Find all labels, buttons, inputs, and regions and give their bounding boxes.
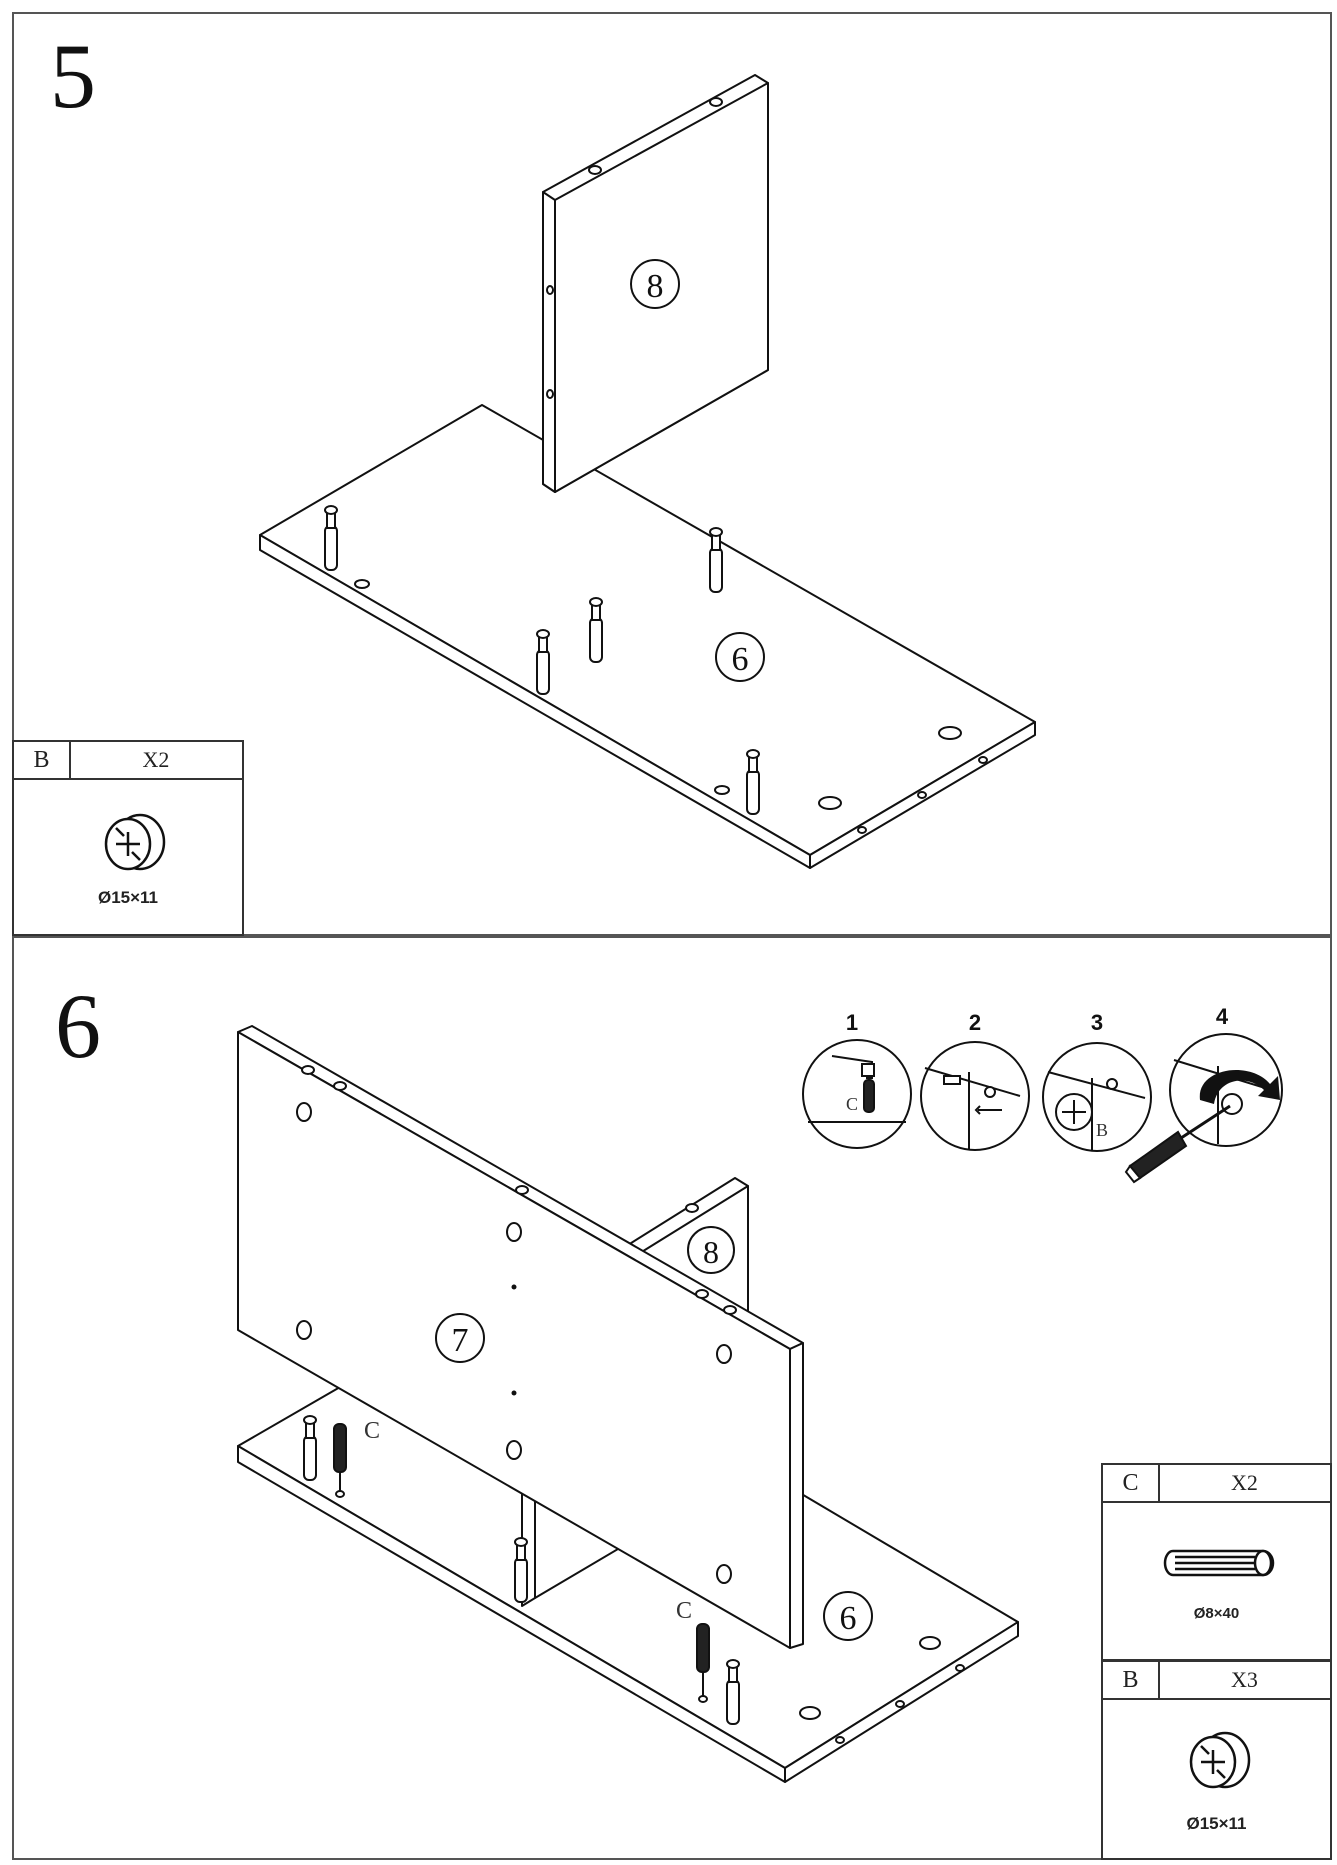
hardware-box-dowel: C X2 Ø8×40 xyxy=(1101,1463,1332,1661)
hardware-spec: Ø15×11 xyxy=(97,888,159,907)
cam-bolt-icon xyxy=(709,527,723,593)
hardware-code: C xyxy=(1103,1465,1160,1501)
dowel-icon xyxy=(333,1423,347,1498)
cam-bolt-icon xyxy=(303,1415,317,1481)
hardware-qty: X2 xyxy=(142,747,170,772)
step-number: 6 xyxy=(55,975,101,1077)
substep-2: 2 xyxy=(920,1010,1030,1151)
substep-label: 4 xyxy=(1216,1004,1229,1029)
screwdriver-icon xyxy=(1124,1104,1231,1184)
cam-bolt-icon xyxy=(726,1659,740,1725)
hardware-qty: X2 xyxy=(1231,1470,1258,1495)
substep-label: 1 xyxy=(846,1010,858,1035)
cam-bolt-icon xyxy=(324,505,338,571)
rotate-arrow-icon xyxy=(1199,1070,1280,1104)
hardware-qty: X3 xyxy=(1231,1667,1258,1692)
part-label-8: 8 xyxy=(647,268,664,305)
substep-3: 3 B xyxy=(1042,1010,1152,1152)
substep-label: 3 xyxy=(1091,1010,1103,1035)
cam-bolt-icon xyxy=(589,597,603,663)
cam-lock-icon xyxy=(104,813,166,871)
part-label-6: 6 xyxy=(840,1600,857,1637)
hardware-code: B xyxy=(1103,1662,1160,1698)
substep-tag: B xyxy=(1096,1120,1108,1140)
wooden-dowel-icon xyxy=(1163,1549,1275,1577)
hardware-box-cam-lock: B X3 Ø15×11 xyxy=(1101,1660,1332,1860)
callout-c: C xyxy=(364,1418,380,1444)
cam-bolt-icon xyxy=(536,629,550,695)
callout-c: C xyxy=(676,1598,692,1624)
substep-label: 2 xyxy=(969,1010,981,1035)
hardware-spec: Ø15×11 xyxy=(1186,1814,1247,1833)
hardware-spec: Ø8×40 xyxy=(1193,1605,1240,1622)
part-label-8: 8 xyxy=(703,1234,719,1270)
step-5-diagram: 8 6 xyxy=(259,74,1036,869)
hardware-code: B xyxy=(14,742,71,778)
hardware-box-cam-lock: B X2 Ø15×11 xyxy=(12,740,244,936)
step-number: 5 xyxy=(50,25,96,127)
substep-1: 1 C xyxy=(802,1010,912,1149)
dowel-icon xyxy=(696,1623,710,1703)
cam-lock-icon xyxy=(1189,1731,1251,1789)
cam-bolt-icon xyxy=(746,749,760,815)
part-label-7: 7 xyxy=(452,1322,469,1359)
substep-tag: C xyxy=(846,1094,858,1114)
part-label-6: 6 xyxy=(732,641,749,678)
substep-4: 4 xyxy=(1124,1004,1283,1184)
cam-bolt-icon xyxy=(514,1537,528,1603)
